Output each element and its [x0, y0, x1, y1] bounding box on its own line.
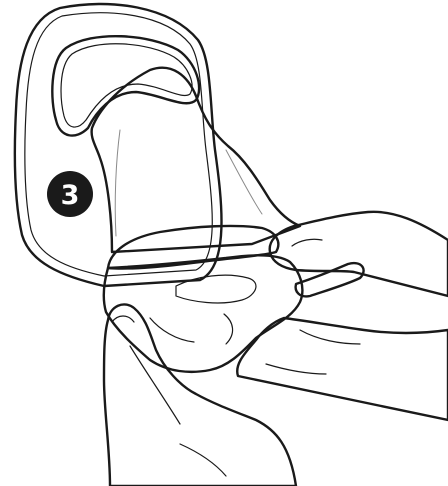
- step-number-label: 3: [61, 180, 80, 211]
- sleeve-crease-left: [115, 130, 120, 236]
- lower-finger-crease-1: [300, 330, 360, 344]
- sleeve-crease-right: [226, 150, 262, 214]
- left-hand-crease-2: [180, 444, 226, 476]
- silicone-cup: [104, 255, 303, 371]
- cup-contour-3: [150, 318, 194, 342]
- upper-hand-knuckle: [292, 239, 322, 246]
- cup-contour-2: [224, 314, 233, 344]
- lower-right-fingers: [237, 318, 448, 420]
- cup-stem: [296, 263, 364, 296]
- step-number-badge: 3: [47, 171, 93, 217]
- left-hand-crease-1: [130, 346, 180, 424]
- lower-finger-crease-2: [266, 364, 326, 374]
- left-thumb-nail: [112, 316, 134, 322]
- cup-contour-1: [176, 275, 256, 303]
